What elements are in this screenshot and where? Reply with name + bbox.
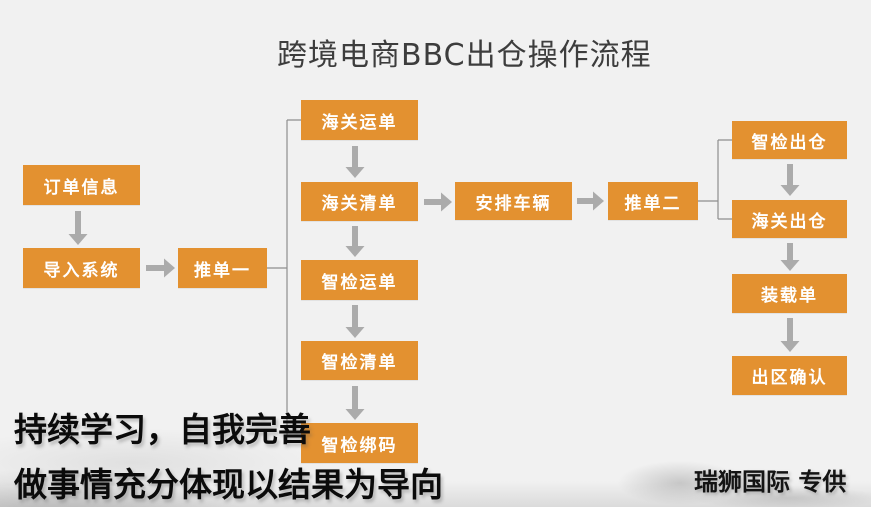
arrow-smartcheck-outbound-to-customs-outbound [780,164,800,196]
flow-box-customs-outbound: 海关出仓 [732,200,847,238]
arrow-import-system-to-push-order-1 [146,258,175,278]
connector-bracket-push-order-2 [698,139,732,220]
arrow-order-info-to-import-system [68,211,88,245]
flow-box-smartcheck-waybill: 智检运单 [301,260,418,300]
flow-box-push-order-2: 推单二 [608,182,698,220]
arrow-smartcheck-manifest-to-smartcheck-binding [345,386,365,420]
flow-box-order-info: 订单信息 [23,165,140,205]
slogan-line-2: 做事情充分体现以结果为导向 [14,465,443,504]
flow-box-arrange-vehicle: 安排车辆 [455,182,572,220]
flow-box-push-order-1: 推单一 [178,248,267,288]
flow-box-smartcheck-manifest: 智检清单 [301,341,418,380]
arrow-customs-manifest-to-arrange-vehicle [424,192,452,212]
flow-box-smartcheck-binding: 智检绑码 [301,423,418,463]
slogan-line-1: 持续学习，自我完善 [14,410,311,449]
flow-box-customs-waybill: 海关运单 [301,100,418,140]
flow-box-exit-zone-confirm: 出区确认 [732,356,847,395]
arrow-customs-manifest-to-smartcheck-waybill [345,226,365,257]
flow-box-customs-manifest: 海关清单 [301,182,418,221]
arrow-smartcheck-waybill-to-smartcheck-manifest [345,305,365,338]
diagram-title: 跨境电商BBC出仓操作流程 [277,38,652,73]
flow-box-import-system: 导入系统 [23,248,140,288]
arrow-loading-list-to-exit-zone-confirm [780,318,800,352]
arrow-arrange-vehicle-to-push-order-2 [577,191,604,211]
flow-box-loading-list: 装载单 [732,274,847,313]
flow-box-smartcheck-outbound: 智检出仓 [732,121,847,159]
connector-bracket-push-order-1 [266,119,301,443]
arrow-customs-outbound-to-loading-list [780,243,800,271]
brand-watermark: 瑞狮国际 专供 [694,468,847,496]
arrow-customs-waybill-to-customs-manifest [345,146,365,178]
